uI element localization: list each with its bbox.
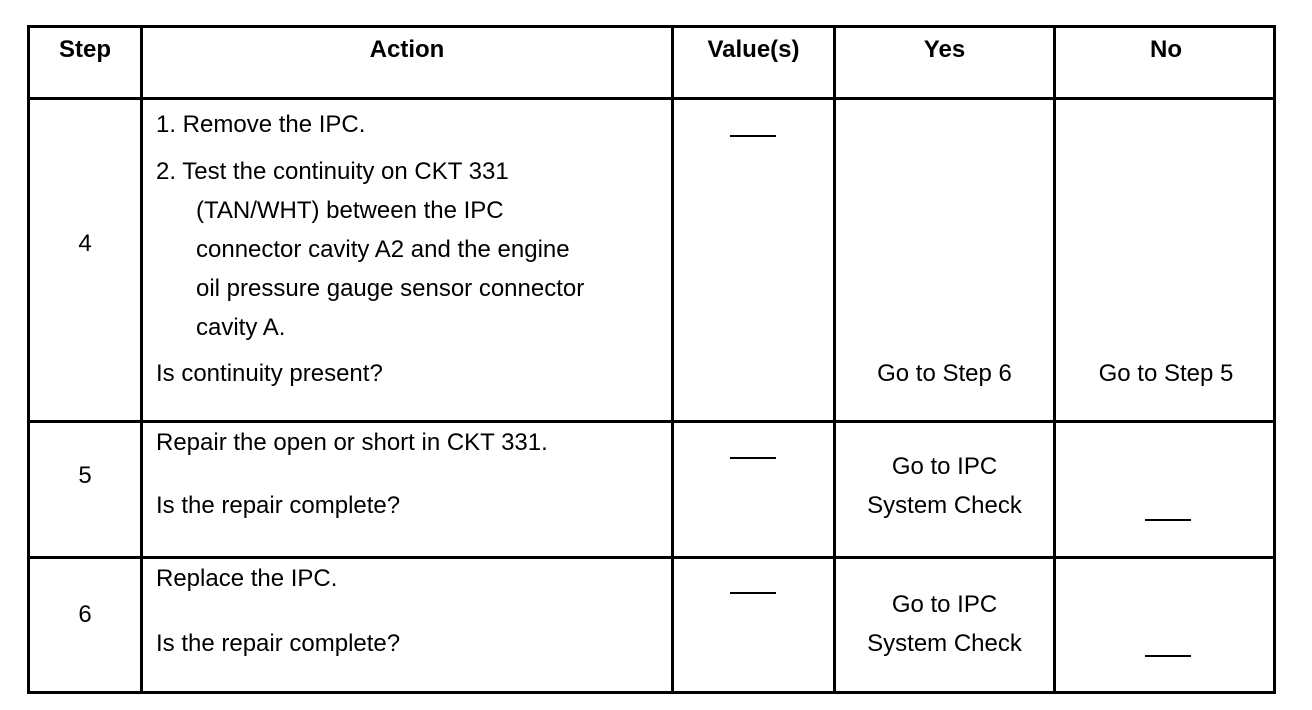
column-divider (1053, 28, 1056, 691)
action-item-1: 1. Remove the IPC. (156, 111, 366, 138)
value-cell (674, 423, 833, 556)
yes-result-line-1: Go to IPC (891, 453, 998, 480)
yes-result-line-1: Go to IPC (891, 591, 998, 618)
yes-cell: Go to Step 6 (836, 100, 1053, 420)
header-values-cell: Value(s) (674, 28, 833, 97)
header-step: Step (58, 36, 111, 63)
step-number: 6 (78, 601, 92, 628)
action-item-2-line-3: connector cavity A2 and the engine (196, 236, 570, 263)
action-item-2-line-4: oil pressure gauge sensor connector (196, 275, 585, 302)
no-blank (1145, 519, 1191, 521)
action-question: Is the repair complete? (156, 630, 401, 657)
step-number: 4 (78, 230, 92, 257)
header-no-cell: No (1056, 28, 1276, 97)
no-cell: Go to Step 5 (1056, 100, 1276, 420)
yes-result: Go to Step 6 (877, 360, 1012, 387)
step-number: 5 (78, 462, 92, 489)
value-blank (730, 592, 776, 594)
yes-result-line-2: System Check (867, 630, 1022, 657)
header-yes: Yes (923, 36, 966, 63)
table-header-row: Step Action Value(s) Yes No (30, 28, 1273, 100)
table-row-step-5: 5 Repair the open or short in CKT 331. I… (30, 423, 1273, 559)
action-question: Is continuity present? (156, 360, 383, 387)
step-cell: 4 (30, 100, 140, 420)
action-item-2-line-2: (TAN/WHT) between the IPC (196, 197, 504, 224)
table-row-step-6: 6 Replace the IPC. Is the repair complet… (30, 559, 1273, 694)
action-cell: 1. Remove the IPC. 2. Test the continuit… (143, 100, 671, 420)
action-question: Is the repair complete? (156, 492, 401, 519)
table-row-step-4: 4 1. Remove the IPC. 2. Test the continu… (30, 100, 1273, 423)
value-blank (730, 135, 776, 137)
no-result: Go to Step 5 (1098, 360, 1234, 387)
no-cell (1056, 559, 1276, 694)
action-cell: Replace the IPC. Is the repair complete? (143, 559, 671, 694)
header-no: No (1150, 36, 1182, 63)
action-item-2-line-1: 2. Test the continuity on CKT 331 (156, 158, 509, 185)
header-values: Value(s) (707, 36, 800, 63)
header-step-cell: Step (30, 28, 140, 97)
no-blank (1145, 655, 1191, 657)
action-line-1: Repair the open or short in CKT 331. (156, 429, 548, 456)
header-action-cell: Action (143, 28, 671, 97)
no-cell (1056, 423, 1276, 556)
action-line-1: Replace the IPC. (156, 565, 338, 592)
column-divider (140, 28, 143, 691)
action-item-2-line-5: cavity A. (196, 314, 286, 341)
value-cell (674, 100, 833, 420)
header-action: Action (369, 36, 445, 63)
action-cell: Repair the open or short in CKT 331. Is … (143, 423, 671, 556)
value-blank (730, 457, 776, 459)
yes-cell: Go to IPC System Check (836, 559, 1053, 694)
step-cell: 5 (30, 423, 140, 556)
value-cell (674, 559, 833, 694)
header-yes-cell: Yes (836, 28, 1053, 97)
diagnostic-table: Step Action Value(s) Yes No 4 1. Remove … (27, 25, 1276, 694)
yes-result-line-2: System Check (867, 492, 1022, 519)
yes-cell: Go to IPC System Check (836, 423, 1053, 556)
step-cell: 6 (30, 559, 140, 694)
column-divider (833, 28, 836, 691)
column-divider (671, 28, 674, 691)
